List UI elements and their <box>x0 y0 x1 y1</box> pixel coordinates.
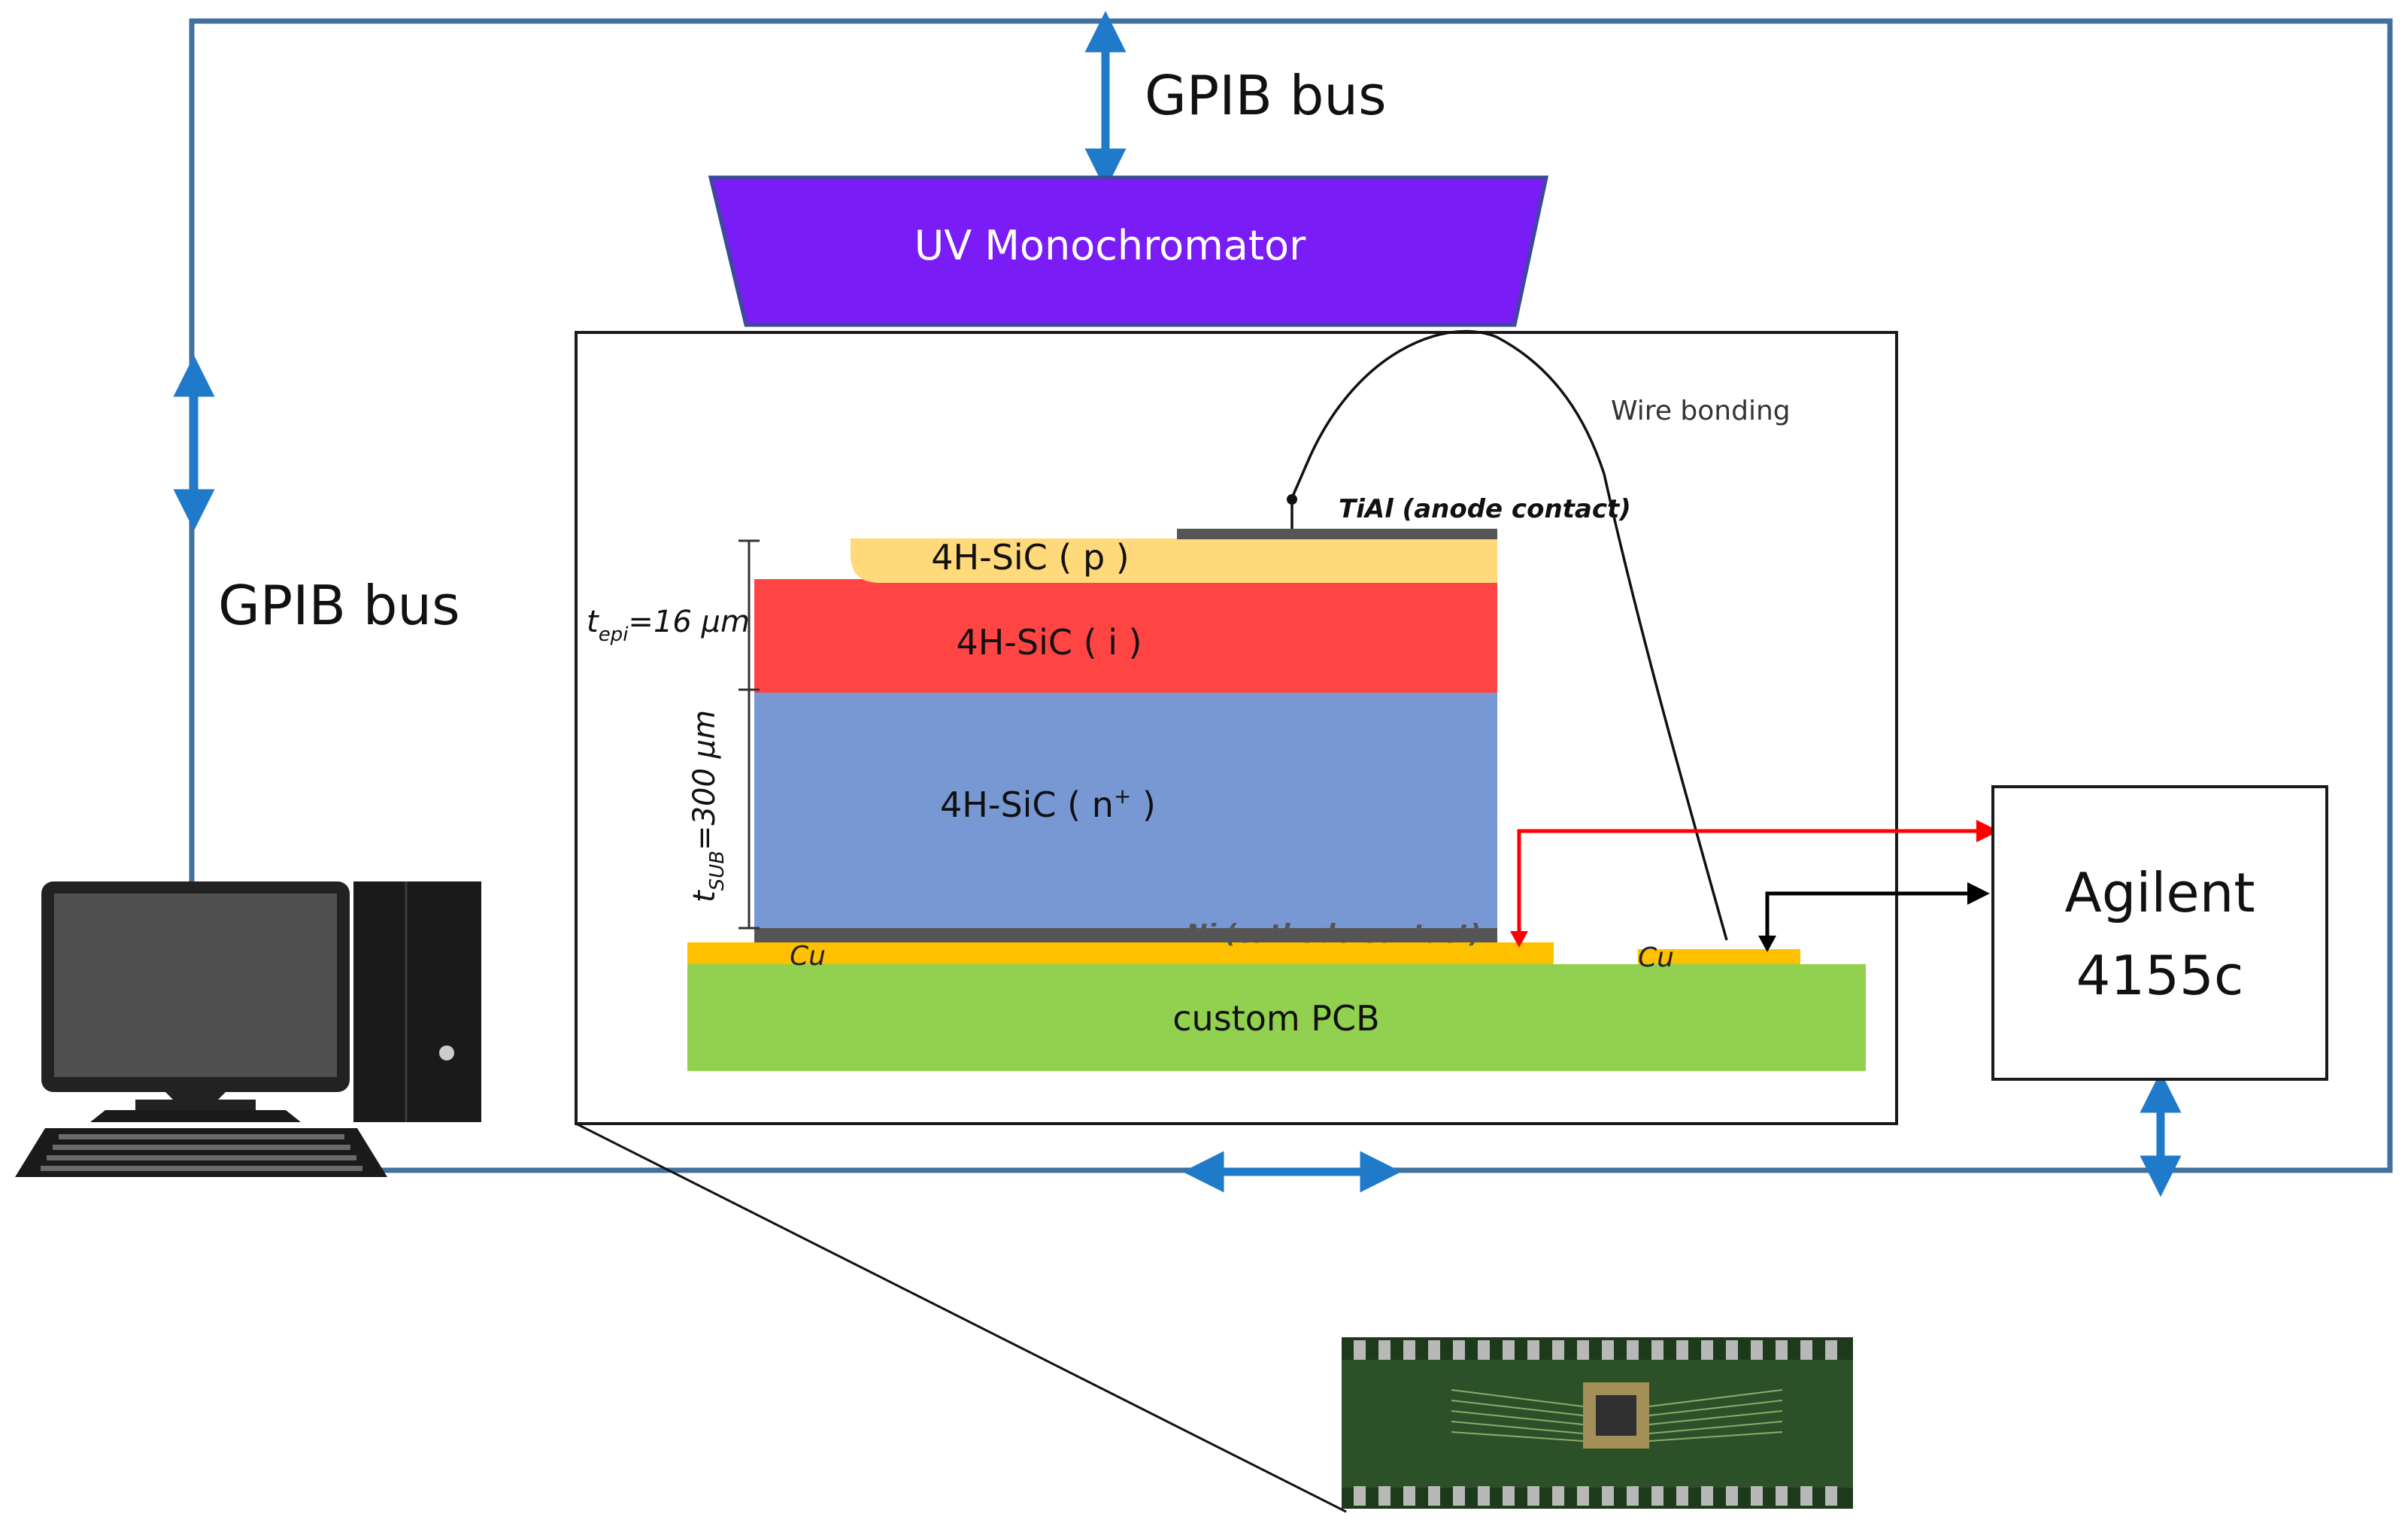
t-sub-label: tSUB=300 μm <box>687 710 729 903</box>
pcb-pin <box>1751 1486 1763 1506</box>
gpib-bus-line <box>189 18 2393 1173</box>
signal-arrow-black-tail <box>1758 936 1776 952</box>
pcb-pin <box>1825 1340 1837 1360</box>
pcb-pin <box>1478 1486 1490 1506</box>
pcb-pin <box>1651 1340 1663 1360</box>
pcb-pin <box>1478 1340 1490 1360</box>
pcb-pin <box>1577 1486 1589 1506</box>
signal-arrow-red-tail <box>1510 931 1528 948</box>
gpib-bus-label-left: GPIB bus <box>218 574 460 637</box>
uv-monochromator <box>708 175 1549 327</box>
pcb-pin <box>1776 1486 1788 1506</box>
pcb-pin <box>1800 1486 1812 1506</box>
pcb-pin <box>1726 1486 1738 1506</box>
copper-pad-left <box>687 942 1554 964</box>
agilent-label-line2: 4155c <box>2076 944 2244 1007</box>
custom-pcb <box>687 964 1866 1071</box>
pcb-pin <box>1825 1486 1837 1506</box>
pcb-pin <box>1776 1340 1788 1360</box>
pcb-pin <box>1602 1340 1614 1360</box>
pcb-pin <box>1403 1486 1415 1506</box>
layer-intrinsic <box>754 579 1497 693</box>
pcb-pin <box>1726 1340 1738 1360</box>
pcb-photo <box>1342 1337 1853 1509</box>
cathode-contact <box>754 928 1497 943</box>
agilent-label-line1: Agilent <box>2064 861 2255 924</box>
pcb-pin <box>1676 1340 1688 1360</box>
pcb-pin <box>1354 1340 1366 1360</box>
pcb-pin <box>1627 1486 1639 1506</box>
layer-p <box>851 539 1497 583</box>
pcb-pin <box>1552 1340 1564 1360</box>
cu-label-right: Cu <box>1638 942 1674 973</box>
pcb-pin <box>1428 1340 1440 1360</box>
pcb-pin <box>1403 1340 1415 1360</box>
desktop-computer-icon <box>15 881 481 1177</box>
pcb-pin <box>1378 1486 1391 1506</box>
pcb-pin <box>1701 1340 1713 1360</box>
layer-n-label: 4H-SiC ( n+ ) <box>940 784 1156 825</box>
gpib-bus-label-top: GPIB bus <box>1145 64 1387 127</box>
zoom-line <box>575 1122 1347 1513</box>
pcb-pin <box>1701 1486 1713 1506</box>
pcb-label: custom PCB <box>1172 998 1379 1039</box>
wire-bond <box>1290 329 1728 941</box>
signal-line-red <box>1517 820 1999 942</box>
layer-n-plus <box>754 693 1497 929</box>
pcb-pin <box>1527 1486 1539 1506</box>
pcb-pin <box>1651 1486 1663 1506</box>
pcb-pin <box>1527 1340 1539 1360</box>
uv-monochromator-label: UV Monochromator <box>914 222 1306 269</box>
anode-contact <box>1177 529 1497 539</box>
pcb-pin <box>1800 1340 1812 1360</box>
pcb-pin <box>1552 1486 1564 1506</box>
pcb-pin <box>1503 1340 1515 1360</box>
pcb-pin <box>1627 1340 1639 1360</box>
wire-bonding-label: Wire bonding <box>1611 396 1791 426</box>
pcb-pin <box>1503 1486 1515 1506</box>
copper-pad-right <box>1638 949 1800 964</box>
pcb-pin <box>1428 1486 1440 1506</box>
t-epi-label: tepi=16 μm <box>587 605 750 646</box>
pcb-pin <box>1751 1340 1763 1360</box>
pcb-pin <box>1676 1486 1688 1506</box>
cu-label-left: Cu <box>790 941 826 972</box>
cathode-contact-label: Ni (cathode contact) <box>1186 919 1481 949</box>
agilent-box <box>1991 785 2328 1081</box>
pcb-pin <box>1378 1340 1391 1360</box>
pcb-pin <box>1453 1486 1465 1506</box>
pcb-pin <box>1453 1340 1465 1360</box>
anode-contact-label: TiAl (anode contact) <box>1339 494 1631 524</box>
pcb-pin <box>1354 1486 1366 1506</box>
layer-i-label: 4H-SiC ( i ) <box>956 622 1142 663</box>
layer-p-label: 4H-SiC ( p ) <box>931 537 1130 578</box>
signal-line-black <box>1765 882 1990 948</box>
pcb-pin <box>1577 1340 1589 1360</box>
pcb-pin <box>1602 1486 1614 1506</box>
